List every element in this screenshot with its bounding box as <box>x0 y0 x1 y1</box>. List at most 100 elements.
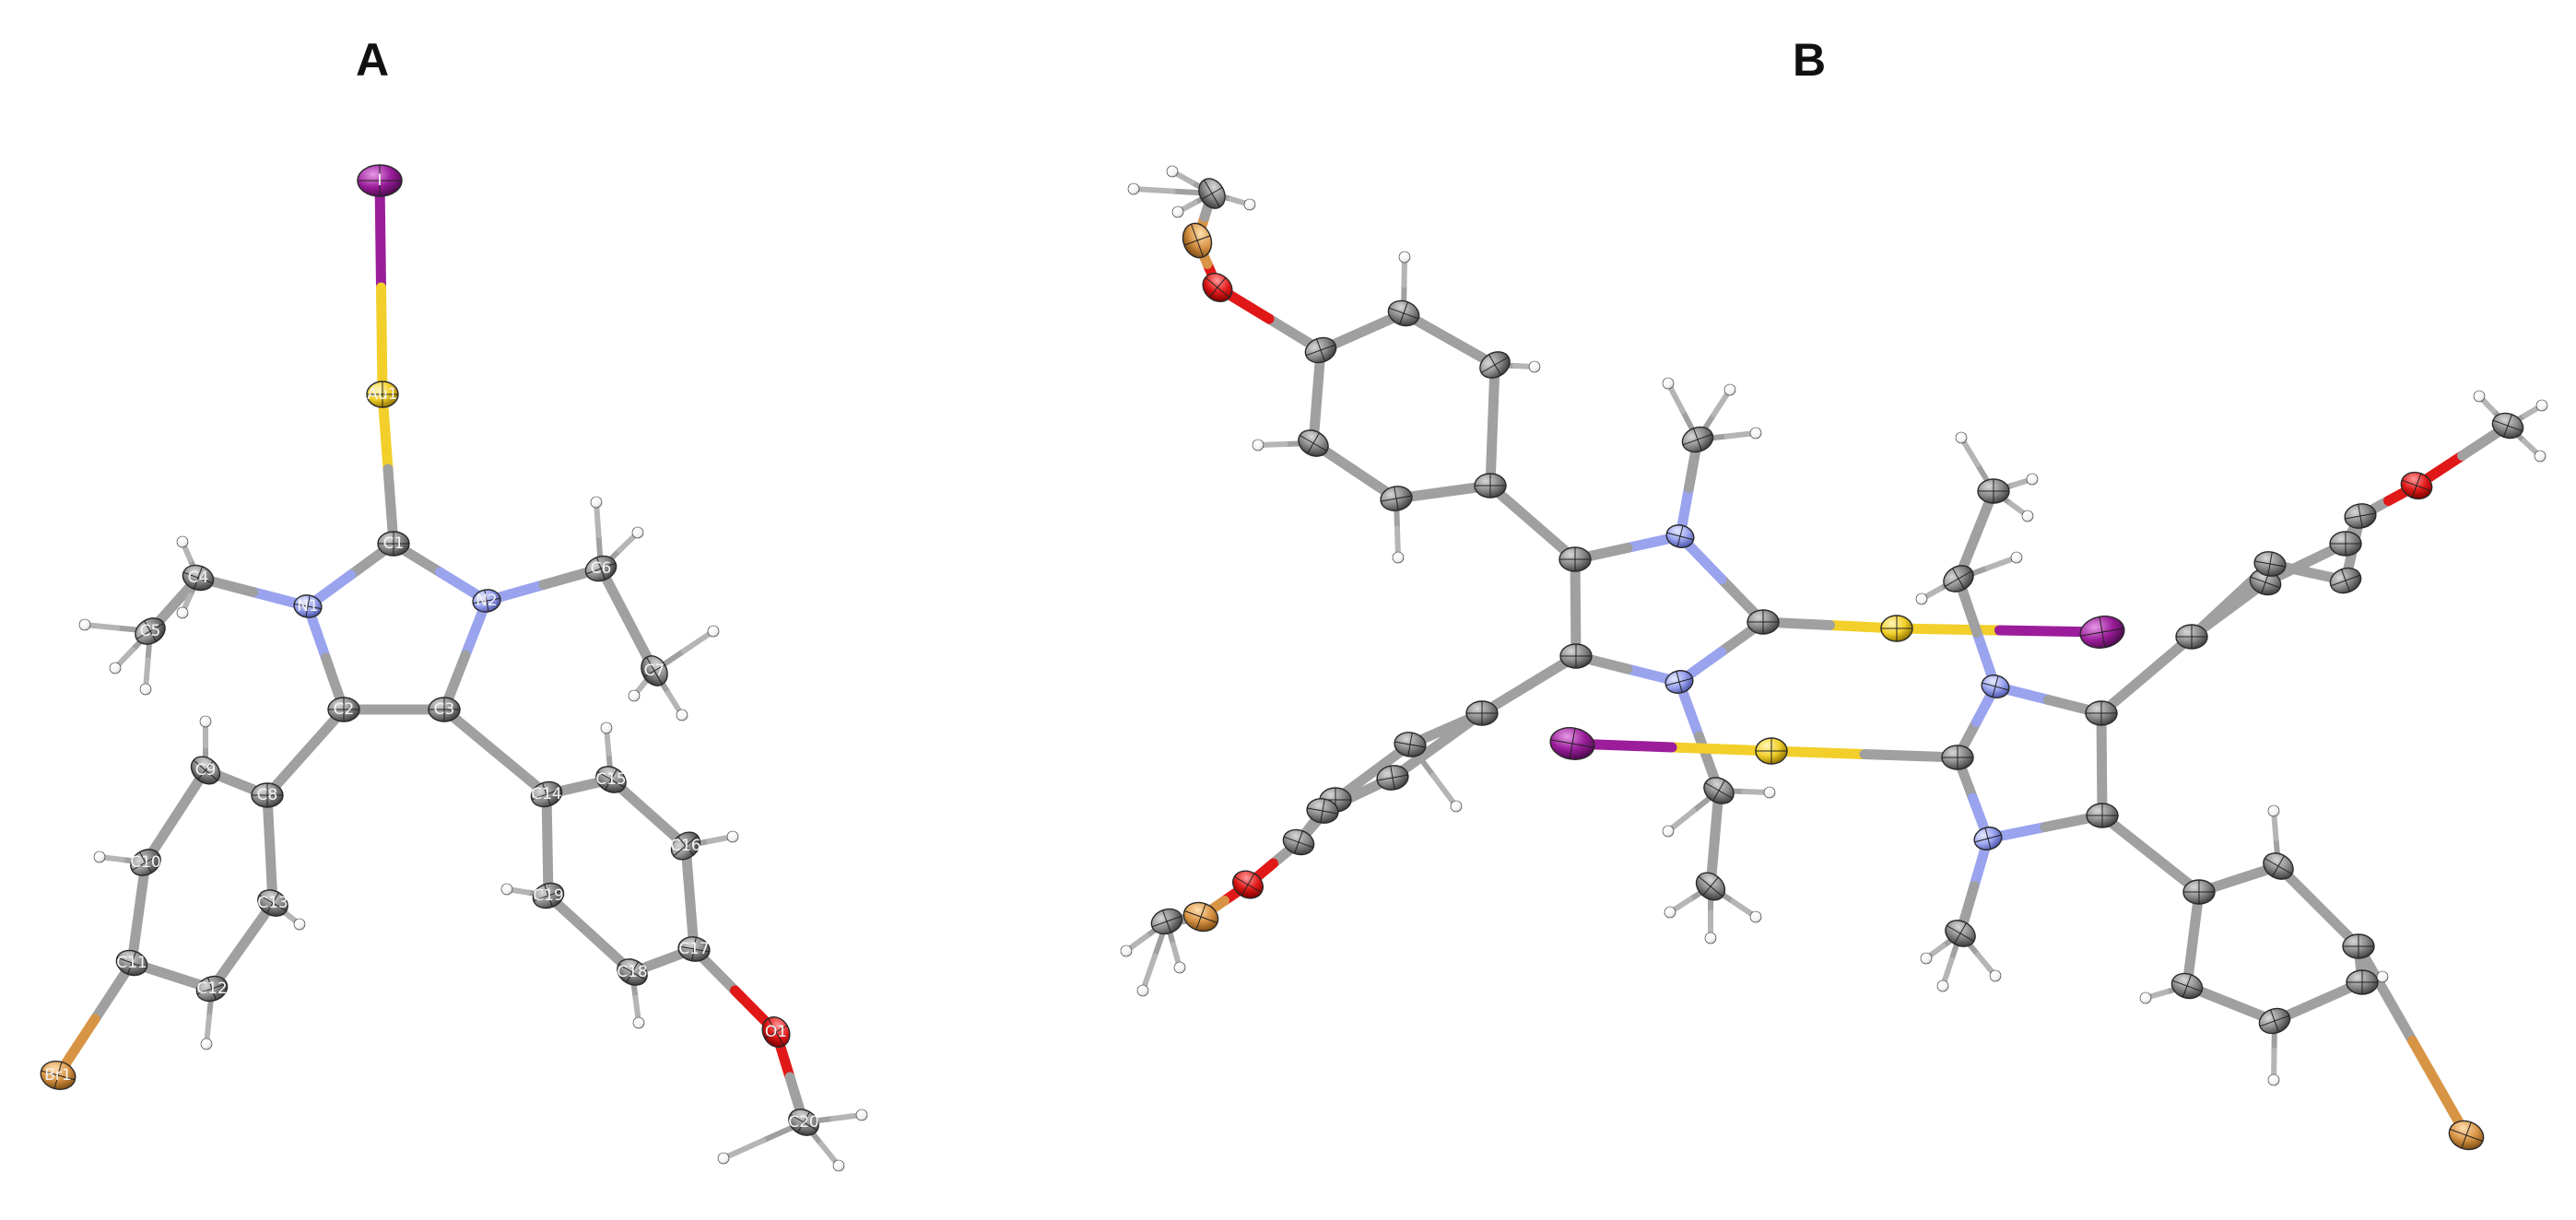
hydrogen-atom <box>176 606 189 619</box>
hydrogen-atom <box>2535 399 2548 412</box>
principal-axis <box>596 557 606 581</box>
bond <box>374 175 386 293</box>
hydrogen-atom <box>1136 984 1149 997</box>
hydrogen-atom <box>2010 551 2023 564</box>
bonds <box>53 175 865 1168</box>
hydrogen-atom <box>93 850 106 863</box>
hydrogen-atom <box>293 918 306 931</box>
principal-axis <box>1676 671 1683 693</box>
principal-axis <box>197 760 214 780</box>
hydrogen-atom <box>676 709 688 721</box>
principal-axis <box>2182 974 2192 998</box>
principal-axis <box>626 961 639 983</box>
principal-axis <box>1394 487 1399 510</box>
principal-axis <box>127 951 136 975</box>
hydrogen-atom <box>832 1159 845 1172</box>
hydrogen-atom <box>632 1016 645 1029</box>
panel-label-a: A <box>355 34 390 86</box>
principal-axis <box>305 595 311 617</box>
principal-axis <box>1952 568 1965 590</box>
hydrogen-atom <box>1749 427 1762 440</box>
hydrogen-atom <box>1243 198 1256 211</box>
principal-axis <box>1407 733 1413 757</box>
atom-label: C6 <box>591 559 612 578</box>
hydrogen-atom <box>2267 1073 2280 1086</box>
atom-label: C1 <box>383 534 405 553</box>
principal-axis <box>53 1062 63 1089</box>
hydrogen-atom <box>1252 439 1264 452</box>
molecule-b-dimer <box>1120 165 2548 1151</box>
atoms <box>40 164 868 1172</box>
hydrogen-atom <box>600 721 613 734</box>
principal-axis <box>2503 414 2512 438</box>
principal-axis <box>1162 909 1171 933</box>
hydrogen-atom <box>726 830 739 843</box>
atom-label: I <box>377 171 382 190</box>
atom-label: Br1 <box>44 1066 71 1085</box>
hydrogen-atom <box>1127 182 1140 195</box>
principal-axis <box>1569 728 1576 759</box>
hydrogen-atom <box>717 1152 730 1165</box>
hydrogen-atom <box>1662 825 1675 838</box>
principal-axis <box>1399 301 1408 325</box>
hydrogen-atom <box>2267 804 2280 817</box>
principal-axis <box>1954 922 1967 944</box>
bond <box>2407 1036 2472 1141</box>
principal-axis <box>544 884 553 908</box>
bond <box>681 628 716 654</box>
atom-label: C20 <box>788 1113 819 1132</box>
principal-axis <box>2267 552 2273 576</box>
hydrogen-atom <box>1915 592 1928 605</box>
hydrogen-atom <box>500 883 513 896</box>
hydrogen-atom <box>199 715 212 728</box>
principal-axis <box>2411 473 2422 499</box>
hydrogen-atom <box>200 1038 213 1050</box>
hydrogen-atom <box>631 526 644 539</box>
atom-label: C17 <box>678 940 710 958</box>
atom-label: C13 <box>257 894 288 912</box>
principal-axis <box>1294 830 1303 854</box>
principal-axis <box>484 590 489 612</box>
hydrogen-atom <box>1662 377 1675 390</box>
principal-axis <box>1712 780 1725 802</box>
bond <box>376 282 388 400</box>
principal-axis <box>144 620 157 642</box>
principal-axis <box>1307 432 1320 454</box>
principal-axis <box>677 836 694 856</box>
hydrogen-atom <box>176 535 189 548</box>
atom-label: C11 <box>116 954 147 972</box>
atom-label: C3 <box>434 700 455 719</box>
principal-axis <box>764 1025 788 1039</box>
principal-axis <box>1390 766 1395 790</box>
principal-axis <box>2270 1009 2279 1033</box>
principal-axis <box>2272 855 2285 877</box>
principal-axis <box>1488 354 1501 376</box>
principal-axis <box>1992 675 1999 698</box>
hydrogen-atom <box>78 618 91 631</box>
hydrogen-atom <box>1664 906 1676 919</box>
principal-axis <box>691 937 697 961</box>
principal-axis <box>797 1111 810 1133</box>
hydrogen-atom <box>1528 360 1541 373</box>
atom-label: C5 <box>140 622 161 640</box>
atom-label: Au1 <box>367 385 397 404</box>
principal-axis <box>2099 616 2106 648</box>
principal-axis <box>1702 876 1719 897</box>
hydrogen-atom <box>2139 991 2152 1004</box>
hydrogen-atom <box>1936 980 1949 992</box>
principal-axis <box>1208 276 1227 299</box>
hydrogen-atom <box>590 496 603 509</box>
atom-label: C8 <box>257 786 278 804</box>
atom-label: C4 <box>188 569 209 587</box>
principal-axis <box>2461 1121 2472 1149</box>
bond <box>2353 941 2417 1046</box>
atom-label: C15 <box>595 770 627 789</box>
atom-label: O1 <box>765 1023 787 1041</box>
hydrogen-atom <box>1398 251 1411 264</box>
principal-axis <box>1201 187 1223 200</box>
atom-label: N1 <box>297 597 319 616</box>
principal-axis <box>2358 504 2363 528</box>
atom-label: C16 <box>670 837 701 855</box>
principal-axis <box>1984 827 1992 850</box>
